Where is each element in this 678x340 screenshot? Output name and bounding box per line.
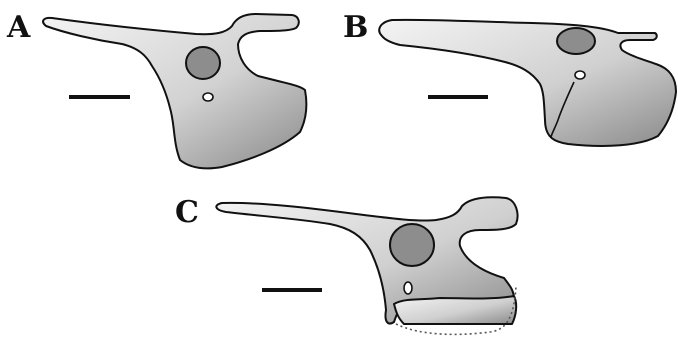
- panel-a-label: A: [6, 10, 31, 45]
- panel-c-label: C: [175, 195, 199, 230]
- panel-b-label: B: [343, 10, 368, 45]
- panel-a: A: [6, 10, 306, 168]
- panel-b-small-foramen: [575, 71, 585, 79]
- panel-b-bone-outline: [379, 20, 676, 146]
- panel-a-large-foramen: [186, 47, 220, 79]
- panel-c-lower-flange: [394, 296, 516, 324]
- panel-c-small-foramen: [404, 282, 412, 294]
- panel-b: B: [343, 10, 676, 146]
- panel-c: C: [175, 195, 518, 334]
- panel-b-large-foramen: [557, 28, 595, 54]
- panel-c-large-foramen: [390, 224, 434, 266]
- panel-a-bone-outline: [43, 14, 306, 168]
- panel-a-small-foramen: [203, 93, 213, 101]
